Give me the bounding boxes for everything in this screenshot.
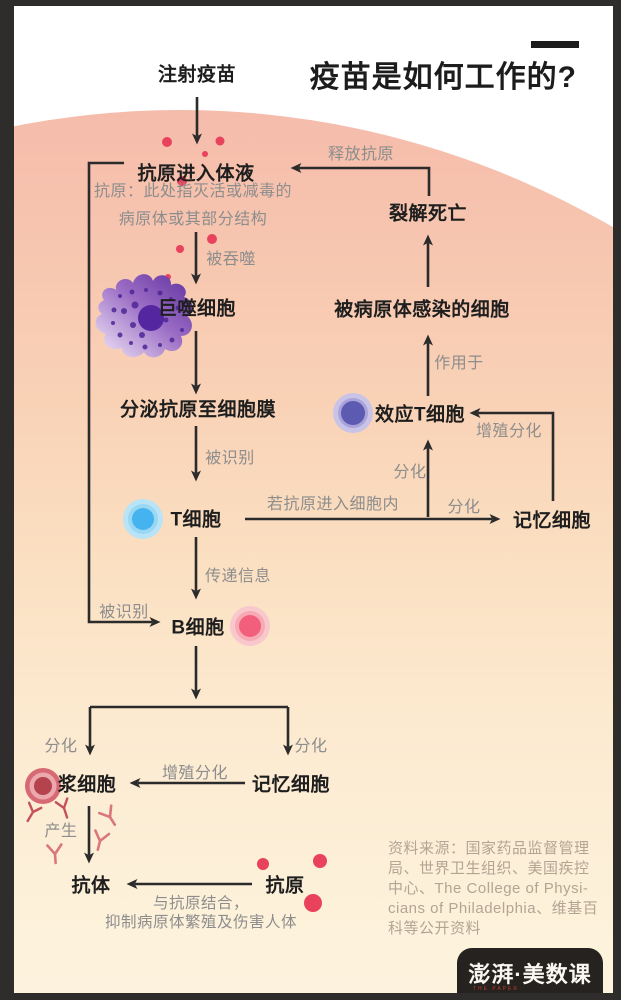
plasma-cell-icon <box>25 768 69 823</box>
t-cell-icon <box>123 499 163 539</box>
node-infected-cell: 被病原体感染的细胞 <box>334 299 510 321</box>
node-memory-cell-bottom: 记忆细胞 <box>251 774 331 796</box>
label-produce: 产生 <box>44 823 78 840</box>
frame-top <box>0 0 621 6</box>
arrow-memory-to-effector <box>469 408 555 501</box>
node-secrete-antigen: 分泌抗原至细胞膜 <box>119 399 277 421</box>
node-antigen: 抗原 <box>265 875 305 897</box>
effector-t-cell-icon <box>333 393 373 433</box>
background-gradient-blob <box>0 110 621 1000</box>
node-effector-t-cell: 效应T细胞 <box>374 404 466 426</box>
node-memory-cell-right: 记忆细胞 <box>512 510 592 532</box>
frame-left <box>0 0 14 1000</box>
frame-bottom <box>0 993 621 1000</box>
flow-arrows <box>84 97 555 889</box>
label-release-antigen: 释放抗原 <box>327 146 395 163</box>
publisher-logo-text: 澎湃·美数课 <box>468 962 592 987</box>
arrow-release-antigen <box>290 163 431 196</box>
node-antigen-enters-fluid: 抗原进入体液 <box>137 163 255 185</box>
label-recognized-b: 被识别 <box>99 604 149 621</box>
macrophage-cell-icon <box>95 274 193 358</box>
label-differentiate-right: 分化 <box>294 738 328 755</box>
node-lysis-death: 裂解死亡 <box>388 203 468 225</box>
node-antibody: 抗体 <box>71 875 111 897</box>
label-proliferate-bottom: 增殖分化 <box>161 765 229 782</box>
frame-right <box>613 0 621 1000</box>
source-credit: 资料来源：国家药品监督管理 局、世界卫生组织、美国疾控 中心、The Colle… <box>388 840 599 937</box>
label-act-on: 作用于 <box>434 355 484 372</box>
page-title: 疫苗是如何工作的? <box>309 61 577 94</box>
label-differentiate-branch: 分化 <box>393 464 427 481</box>
label-proliferate-top: 增殖分化 <box>475 423 543 440</box>
publisher-logo: 澎湃·美数课 THE PAPER <box>457 948 603 1000</box>
label-differentiate-memory: 分化 <box>447 499 481 516</box>
arrow-recognized-b <box>87 161 161 627</box>
bind-caption: 与抗原结合， 抑制病原体繁殖及伤害人体 <box>104 895 298 931</box>
node-b-cell: B细胞 <box>171 617 225 639</box>
label-recognized-t: 被识别 <box>205 450 255 467</box>
node-t-cell: T细胞 <box>170 509 222 531</box>
title-accent-bar <box>531 41 579 48</box>
antigen-dots <box>162 136 327 912</box>
publisher-logo-subtext: THE PAPER <box>473 986 519 992</box>
node-inject-vaccine: 注射疫苗 <box>157 64 237 86</box>
node-plasma-cell: 浆细胞 <box>57 774 117 796</box>
label-engulfed: 被吞噬 <box>206 251 256 268</box>
antibody-y-icons <box>46 804 117 865</box>
label-pass-info: 传递信息 <box>204 568 272 585</box>
node-macrophage: 巨噬细胞 <box>157 298 237 320</box>
b-cell-icon <box>230 606 270 646</box>
label-differentiate-left: 分化 <box>44 738 78 755</box>
label-if-antigen-in-cell: 若抗原进入细胞内 <box>266 496 400 513</box>
antigen-note: 抗原：此处指灭活或减毒的 病原体或其部分结构 <box>93 183 293 228</box>
